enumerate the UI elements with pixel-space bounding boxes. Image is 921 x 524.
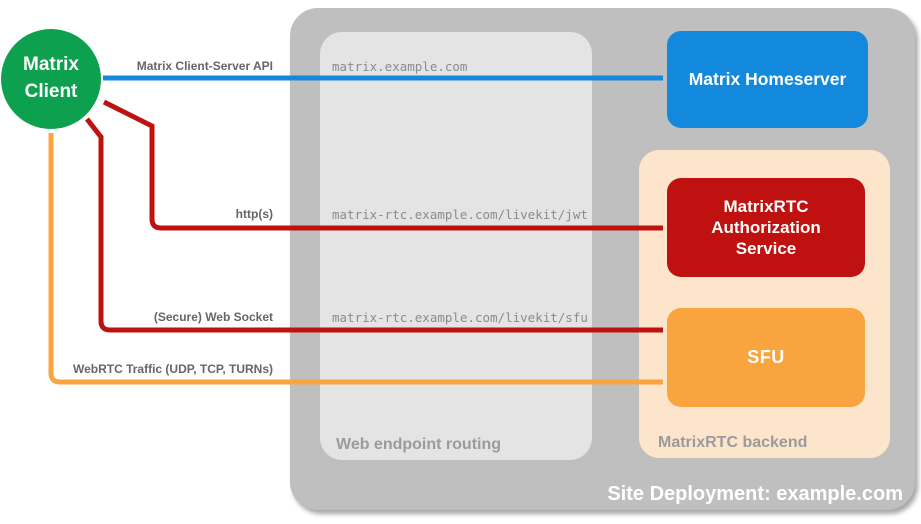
https-edge-label: http(s) xyxy=(235,207,273,221)
webrtc-edge-label: WebRTC Traffic (UDP, TCP, TURNs) xyxy=(72,362,273,376)
websocket-edge-label: (Secure) Web Socket xyxy=(153,310,273,324)
sfu-node: SFU xyxy=(667,308,865,407)
matrix-homeserver-label: Matrix Homeserver xyxy=(688,69,847,89)
auth-service-node: MatrixRTC Authorization Service xyxy=(667,178,865,277)
sfu-label: SFU xyxy=(747,347,785,367)
matrix-homeserver-node: Matrix Homeserver xyxy=(667,31,868,128)
jwt-route-label: matrix-rtc.example.com/livekit/jwt xyxy=(332,207,588,222)
site-deployment-label: Site Deployment: example.com xyxy=(607,483,903,505)
auth-service-label: MatrixRTC Authorization Service xyxy=(711,196,821,259)
api-edge-label: Matrix Client-Server API xyxy=(136,59,273,73)
sfu-route-label: matrix-rtc.example.com/livekit/sfu xyxy=(332,310,588,325)
matrix-client-label: Matrix Client xyxy=(23,54,79,102)
matrixrtc-backend-label: MatrixRTC backend xyxy=(658,434,808,451)
matrix-client-node: Matrix Client xyxy=(1,29,101,129)
homeserver-route-label: matrix.example.com xyxy=(332,59,468,74)
web-endpoint-routing-label: Web endpoint routing xyxy=(336,436,502,453)
web-endpoint-routing-box xyxy=(320,32,592,460)
